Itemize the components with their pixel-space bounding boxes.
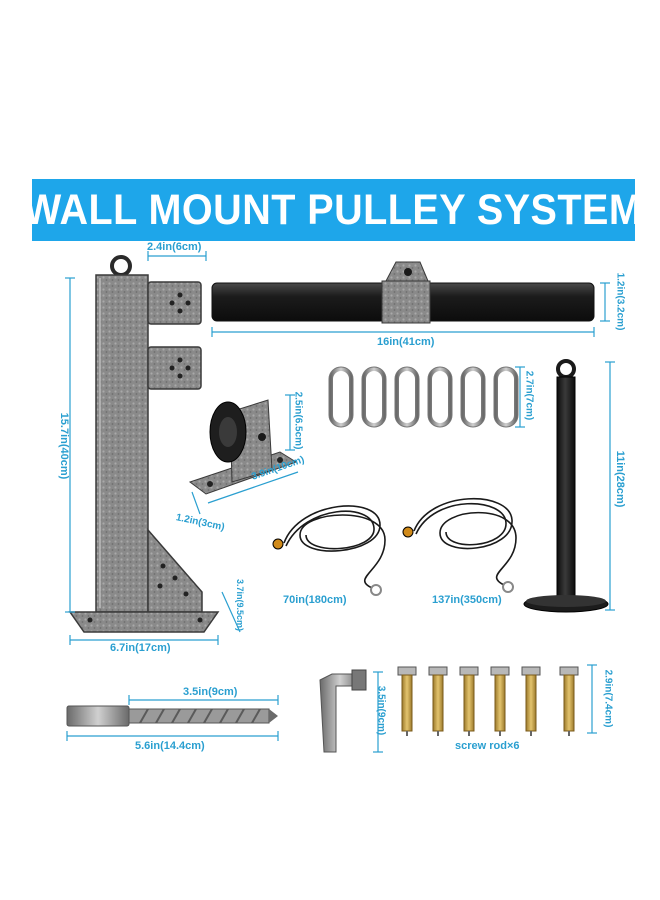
cable-long-label: 137in(350cm) bbox=[432, 594, 502, 606]
pulley-dimension-lines bbox=[191, 394, 299, 515]
bracket-height-label: 15.7in(40cm) bbox=[58, 412, 70, 480]
cable-short-label: 70in(180cm) bbox=[283, 594, 347, 606]
carabiner bbox=[329, 367, 353, 427]
title-banner: WALL MOUNT PULLEY SYSTEM bbox=[24, 179, 642, 241]
bracket-dimension-lines bbox=[65, 251, 241, 645]
drill-bit-dimension-lines bbox=[66, 695, 279, 741]
lat-bar bbox=[211, 261, 595, 324]
screw-rod bbox=[559, 666, 579, 736]
banner-title: WALL MOUNT PULLEY SYSTEM bbox=[24, 185, 643, 234]
carabiner bbox=[362, 367, 386, 427]
bracket-base-depth-label: 3.7in(9.5cm) bbox=[235, 578, 245, 632]
screw-rod bbox=[459, 666, 479, 736]
pulley-height-label: 2.5in(6.5cm) bbox=[292, 391, 304, 450]
bar-length-label: 16in(41cm) bbox=[377, 336, 435, 348]
loading-pin-shaft bbox=[556, 376, 576, 600]
pulley-block bbox=[188, 399, 298, 495]
bracket-top-width-label: 2.4in(6cm) bbox=[147, 241, 202, 253]
carabiner-dimension-lines bbox=[515, 366, 525, 428]
bracket-column bbox=[95, 274, 149, 613]
drill-bit bbox=[66, 705, 278, 727]
loading-pin bbox=[523, 359, 609, 613]
screw-rods bbox=[397, 666, 579, 736]
drill-bit-shank bbox=[66, 705, 130, 727]
bracket-base-plate bbox=[68, 611, 220, 633]
cable-short bbox=[283, 505, 386, 589]
carabiner bbox=[428, 367, 452, 427]
wrench-length-label: 3.5in(9cm) bbox=[375, 685, 387, 736]
bracket-ring bbox=[110, 255, 132, 277]
loading-pin-height-label: 11in(28cm) bbox=[614, 450, 626, 508]
bar-diameter-label: 1.2in(3.2cm) bbox=[614, 272, 626, 331]
bracket-base-width-label: 6.7in(17cm) bbox=[110, 642, 171, 654]
carabiner-length-label: 2.7in(7cm) bbox=[523, 370, 535, 421]
screw-caption-label: screw rod×6 bbox=[455, 740, 520, 752]
carabiner-outlines bbox=[328, 366, 519, 428]
screw-rod bbox=[490, 666, 510, 736]
wrench-dimension-lines bbox=[373, 671, 383, 753]
loading-pin-ring bbox=[556, 359, 576, 379]
cable-long bbox=[413, 497, 517, 586]
lat-bar-center-sleeve bbox=[381, 280, 431, 324]
carabiners bbox=[329, 367, 518, 427]
loading-pin-dimension-lines bbox=[605, 361, 615, 611]
screw-length-label: 2.9in(7.4cm) bbox=[602, 669, 614, 728]
screw-rod bbox=[397, 666, 417, 736]
wall-bracket bbox=[68, 255, 220, 633]
screw-rod bbox=[428, 666, 448, 736]
l-wrench bbox=[319, 669, 367, 753]
drill-bit-length-label: 5.6in(14.4cm) bbox=[135, 740, 205, 752]
drill-bit-tip-label: 3.5in(9cm) bbox=[183, 686, 238, 698]
carabiner bbox=[461, 367, 485, 427]
carabiner bbox=[395, 367, 419, 427]
bracket-gusset bbox=[147, 527, 203, 613]
screw-dimension-lines bbox=[587, 664, 597, 734]
screw-rod bbox=[521, 666, 541, 736]
drill-bit-flute bbox=[128, 708, 270, 724]
lat-bar-dimension-lines bbox=[211, 282, 610, 337]
carabiner bbox=[494, 367, 518, 427]
